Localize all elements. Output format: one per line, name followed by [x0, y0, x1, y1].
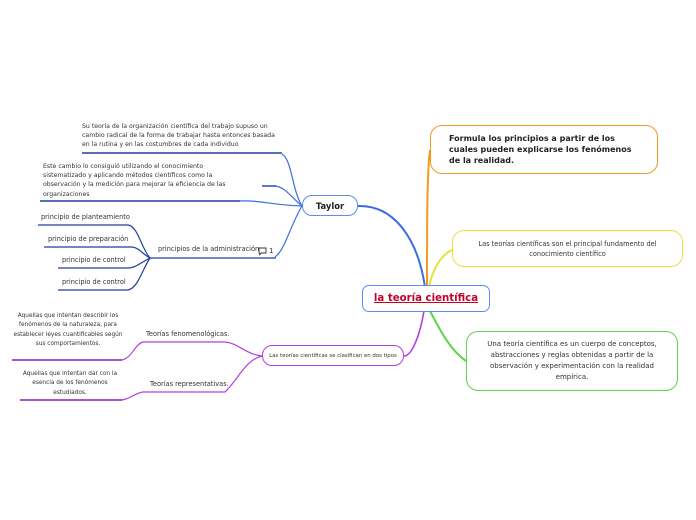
- principio-item[interactable]: principio de control: [62, 278, 126, 286]
- representativas-note[interactable]: Aquellas que intentan dar con la esencia…: [22, 371, 118, 396]
- connector-taylor-note2: [274, 185, 303, 207]
- connector-central-clasifican: [403, 310, 425, 357]
- central-topic-label: la teoría científica: [373, 293, 479, 304]
- comment-badge[interactable]: 1: [258, 246, 274, 256]
- connector-taylor-principios: [274, 205, 303, 258]
- connector-central-fundamento: [428, 249, 453, 288]
- principio-item[interactable]: principio de planteamiento: [41, 213, 130, 221]
- clasifican-node[interactable]: Las teorías científicas se clasifican en…: [262, 345, 404, 366]
- central-topic[interactable]: la teoría científica: [362, 285, 490, 312]
- connector-clasifican-fenomenologicas: [224, 341, 263, 357]
- formula-principios-box[interactable]: Formula los principios a partir de los c…: [430, 125, 658, 174]
- teorias-representativas-node[interactable]: Teorías representativas.: [150, 380, 229, 388]
- connector-taylor-note1: [281, 153, 303, 207]
- principios-administracion-node[interactable]: principios de la administración: [158, 245, 260, 253]
- principio-item[interactable]: principio de control: [62, 256, 126, 264]
- teorias-fenomenologicas-node[interactable]: Teorías fenomenológicas.: [146, 330, 230, 338]
- comment-icon: [258, 247, 267, 256]
- fundamento-box[interactable]: Las teorías científicas son el principal…: [452, 230, 683, 267]
- fenomenologicas-note[interactable]: Aquellas que intentan describir los fenó…: [13, 313, 123, 348]
- taylor-node[interactable]: Taylor: [302, 195, 358, 216]
- connector-clasifican-representativas: [224, 355, 263, 393]
- connector-central-taylor: [357, 204, 426, 288]
- principio-item[interactable]: principio de preparación: [48, 235, 129, 243]
- cuerpo-de-conceptos-box[interactable]: Una teoría científica es un cuerpo de co…: [466, 331, 678, 391]
- connector-central-formula: [426, 149, 431, 288]
- connector-central-cuerpo: [429, 310, 467, 362]
- comment-count: 1: [269, 247, 274, 255]
- taylor-note-cambio[interactable]: Este cambio lo consiguió utilizando el c…: [43, 163, 226, 198]
- taylor-note-organizacion[interactable]: Su teoría de la organización científica …: [82, 123, 275, 149]
- connector-taylor-note3: [239, 200, 303, 207]
